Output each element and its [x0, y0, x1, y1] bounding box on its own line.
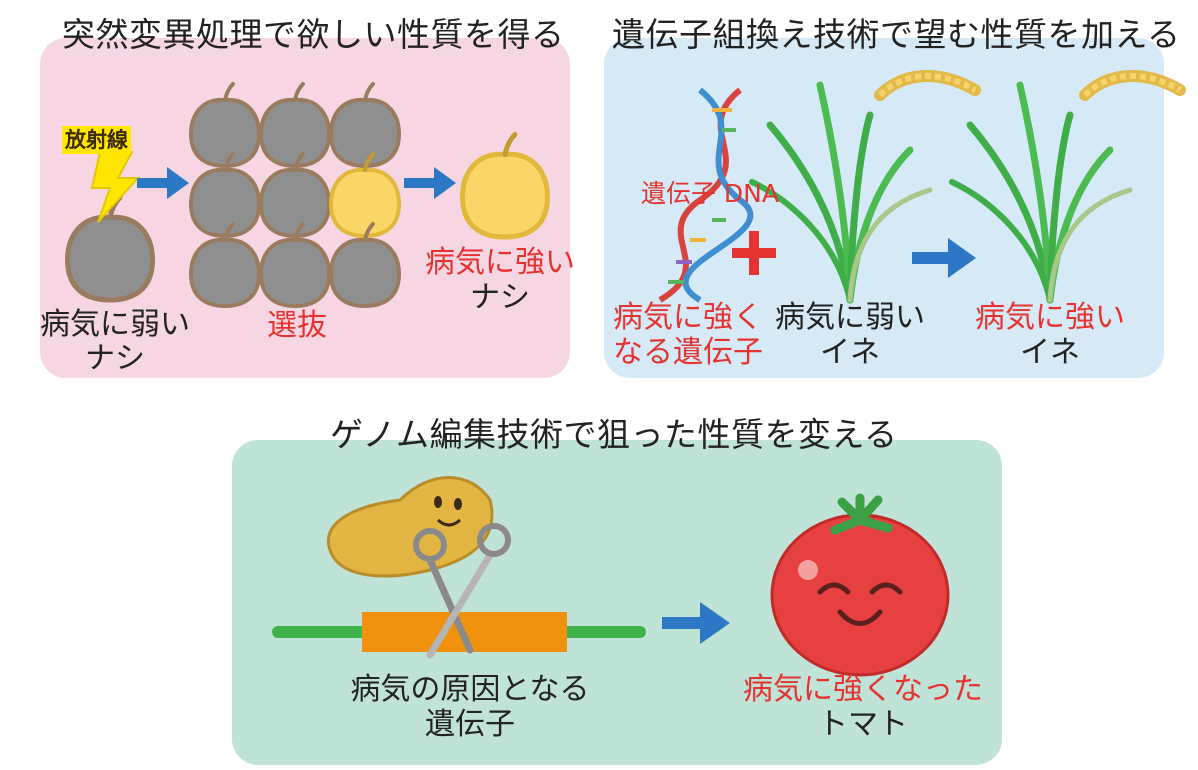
- strong-rice-label-line1: 病気に強い: [975, 300, 1125, 335]
- dna-label: 遺伝子 DNA: [640, 179, 779, 208]
- arrow-icon: [912, 238, 976, 278]
- tomato-label-line2: トマト: [818, 707, 908, 742]
- pear-grid: [189, 82, 401, 308]
- arrow-icon: [404, 167, 456, 199]
- weak-rice-label-line2: イネ: [820, 335, 880, 370]
- gene-label-line1: 病気に強く: [613, 300, 763, 335]
- gene-label-line2: なる遺伝子: [613, 335, 763, 370]
- arrow-icon: [662, 602, 730, 644]
- enzyme-character-icon: [326, 476, 494, 578]
- selection-label: 選抜: [267, 308, 327, 343]
- panel1-title: 突然変異処理で欲しい性質を得る: [62, 15, 565, 54]
- pear-strong: [463, 135, 548, 238]
- radiation-label: 放射線: [62, 126, 131, 154]
- strong-pear-label-line2: ナシ: [470, 280, 530, 315]
- rice-plant-weak: [752, 76, 975, 300]
- cause-gene-label-line1: 病気の原因となる: [350, 672, 590, 707]
- cause-gene-label-line2: 遺伝子: [425, 707, 515, 742]
- plus-icon: [732, 231, 776, 275]
- panel3-title: ゲノム編集技術で狙った性質を変える: [330, 415, 898, 454]
- tomato-label-line1: 病気に強くなった: [743, 672, 983, 707]
- dna-helix-icon: [658, 87, 754, 303]
- lightning-icon: [90, 151, 141, 223]
- panel2-title: 遺伝子組換え技術で望む性質を加える: [612, 15, 1181, 54]
- tomato-icon: [770, 493, 950, 677]
- strong-rice-label-line2: イネ: [1020, 335, 1080, 370]
- pear-weak: [68, 198, 153, 301]
- rice-plant-strong: [952, 76, 1180, 300]
- weak-rice-label-line1: 病気に弱い: [775, 300, 925, 335]
- arrow-icon: [137, 167, 189, 199]
- scissors-icon: [413, 523, 511, 659]
- weak-pear-label-line1: 病気に弱い: [40, 307, 190, 342]
- strong-pear-label-line1: 病気に強い: [425, 245, 575, 280]
- weak-pear-label-line2: ナシ: [85, 341, 145, 376]
